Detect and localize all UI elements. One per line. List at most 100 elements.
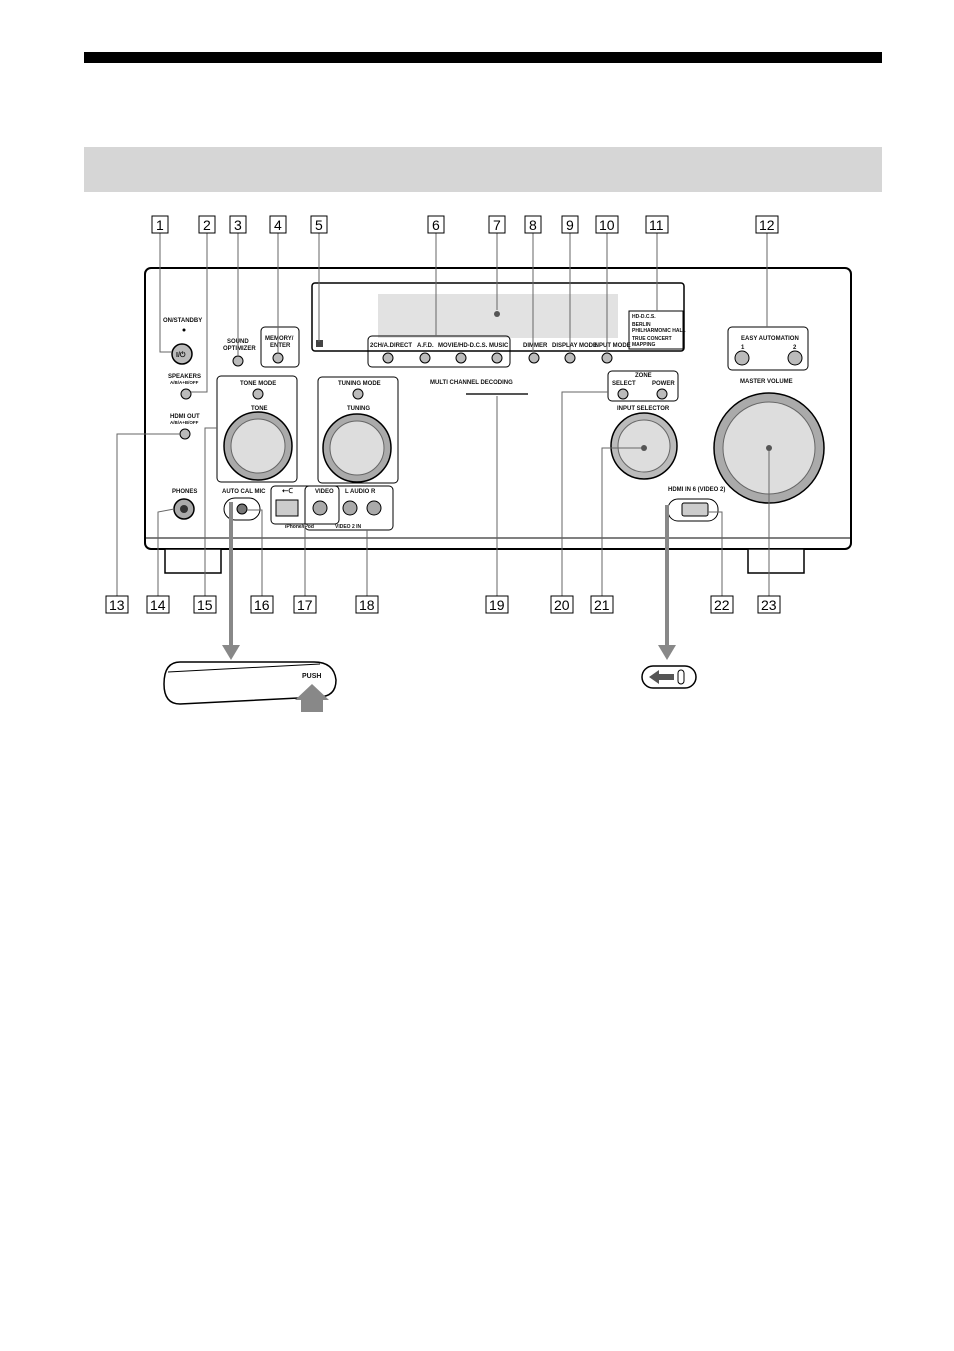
easy-automation-2-button[interactable] — [787, 350, 803, 366]
callout-13: 13 — [109, 597, 125, 613]
zone-select-button[interactable] — [617, 388, 629, 400]
input-mode-label: INPUT MODE — [593, 343, 631, 349]
display-center-marker — [494, 311, 500, 317]
indicator-bracket — [628, 310, 684, 350]
zone-bracket — [607, 370, 679, 402]
master-volume-label: MASTER VOLUME — [740, 379, 793, 385]
master-volume-center — [766, 445, 772, 451]
callout-7: 7 — [493, 217, 501, 233]
top-rule — [84, 52, 882, 63]
tone-bracket — [216, 375, 298, 483]
tone-knob-inner — [230, 418, 286, 474]
callout-14: 14 — [150, 597, 166, 613]
indicator-true-concert: TRUE CONCERT — [632, 336, 672, 342]
slide-left-arrow — [649, 670, 674, 684]
movie-label: MOVIE/HD-D.C.S. — [438, 343, 488, 349]
easy-automation-1-button[interactable] — [734, 350, 750, 366]
speakers-button[interactable] — [180, 388, 192, 400]
hdmi-in6-port[interactable] — [681, 502, 709, 517]
callout-1: 1 — [156, 217, 164, 233]
hdmi-out-button[interactable] — [179, 428, 191, 440]
callout-11: 11 — [649, 217, 664, 233]
standby-led — [182, 328, 186, 332]
callout-4: 4 — [274, 217, 282, 233]
indicator-philharmonic: PHILHARMONIC HALL — [632, 328, 686, 334]
tuning-mode-button[interactable] — [352, 388, 364, 400]
callout-6: 6 — [432, 217, 440, 233]
display-mode-button[interactable] — [564, 352, 576, 364]
callouts-top: 1 2 3 4 5 6 7 8 9 10 11 12 — [151, 215, 779, 234]
right-foot — [747, 548, 805, 574]
easy-automation-bracket — [727, 326, 809, 371]
push-label: PUSH — [302, 673, 321, 680]
callout-20: 20 — [554, 597, 570, 613]
usb-port[interactable] — [275, 499, 299, 517]
speakers-sub-label: A/B/A+B/OFF — [170, 380, 199, 385]
callout-8: 8 — [529, 217, 537, 233]
power-button[interactable] — [171, 343, 193, 365]
left-foot — [164, 548, 222, 574]
two-ch-label: 2CH/A.DIRECT — [370, 343, 412, 349]
video2-in-label: VIDEO 2 IN — [335, 524, 362, 530]
callout-19: 19 — [489, 597, 505, 613]
callout-22: 22 — [714, 597, 730, 613]
auto-cal-mic-label: AUTO CAL MIC — [222, 489, 266, 495]
callout-10: 10 — [599, 217, 615, 233]
callout-23: 23 — [761, 597, 777, 613]
music-label: MUSIC — [489, 343, 509, 349]
zone-power-label: POWER — [652, 381, 675, 387]
callout-9: 9 — [566, 217, 574, 233]
two-ch-button[interactable] — [382, 352, 394, 364]
multi-channel-label: MULTI CHANNEL DECODING — [430, 380, 513, 386]
on-standby-label: ON/STANDBY — [163, 318, 202, 324]
tone-label: TONE — [251, 406, 268, 412]
hdmi-cover-slot — [677, 669, 685, 685]
sound-optimizer-button[interactable] — [232, 355, 244, 367]
remote-sensor — [316, 340, 323, 347]
audio-r-jack[interactable] — [366, 500, 382, 516]
hdmi-out-sub-label: A/B/A+B/OFF — [170, 420, 199, 425]
afd-label: A.F.D. — [417, 343, 434, 349]
decoding-buttons-bracket — [367, 335, 511, 368]
tuning-mode-label: TUNING MODE — [338, 381, 381, 387]
audio-l-jack[interactable] — [342, 500, 358, 516]
indicator-hd-dcs: HD-D.C.S. — [632, 314, 656, 320]
power-icon: I/⏻ — [176, 351, 186, 359]
memory-enter-button[interactable] — [272, 352, 284, 364]
music-button[interactable] — [491, 352, 503, 364]
zone-power-button[interactable] — [656, 388, 668, 400]
enter-label: ENTER — [270, 343, 291, 349]
tuning-bracket — [317, 376, 399, 484]
phones-jack-hole — [180, 505, 188, 513]
callout-15: 15 — [197, 597, 213, 613]
tone-mode-button[interactable] — [252, 388, 264, 400]
hdmi-cover-arrow-head — [658, 645, 676, 660]
indicator-berlin: BERLIN — [632, 322, 651, 328]
hdmi-in6-label: HDMI IN 6 (VIDEO 2) — [668, 487, 725, 493]
audio-lr-label: L AUDIO R — [345, 489, 376, 495]
callout-12: 12 — [759, 217, 775, 233]
mic-cover-arrow-head — [222, 645, 240, 660]
easy-automation-label: EASY AUTOMATION — [741, 336, 799, 342]
tuning-knob-inner — [329, 420, 385, 476]
callout-5: 5 — [315, 217, 323, 233]
callout-21: 21 — [594, 597, 610, 613]
input-selector-label: INPUT SELECTOR — [617, 406, 670, 412]
dimmer-button[interactable] — [528, 352, 540, 364]
movie-button[interactable] — [455, 352, 467, 364]
display-mode-label: DISPLAY MODE — [552, 343, 597, 349]
input-mode-button[interactable] — [601, 352, 613, 364]
input-selector-center — [641, 445, 647, 451]
speakers-label: SPEAKERS — [168, 374, 201, 380]
callout-17: 17 — [297, 597, 313, 613]
push-arrow — [295, 684, 329, 712]
auto-cal-mic-jack[interactable] — [236, 503, 248, 515]
indicator-mapping: MAPPING — [632, 342, 655, 348]
video-label: VIDEO — [315, 489, 334, 495]
afd-button[interactable] — [419, 352, 431, 364]
video-jack[interactable] — [312, 500, 328, 516]
section-heading-band — [84, 147, 882, 192]
leader-lines — [116, 230, 770, 596]
dimmer-label: DIMMER — [523, 343, 548, 349]
